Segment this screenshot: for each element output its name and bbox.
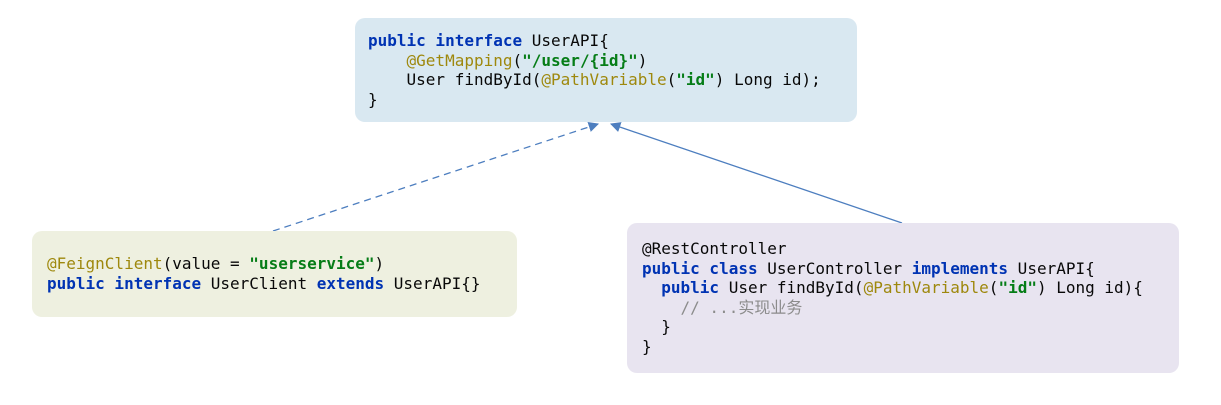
code-line: } [642,317,1164,337]
code-line: @FeignClient(value = "userservice") [47,254,502,274]
code-line: } [368,90,844,110]
code-token-plain [368,51,407,70]
code-token-kw: public interface [368,31,523,50]
code-token-str: "id" [998,278,1037,297]
code-token-plain: ) Long id); [714,70,821,89]
code-token-plain [642,278,661,297]
code-token-plain: ) [637,50,648,70]
code-token-plain: } [368,89,378,109]
code-line: @GetMapping("/user/{id}") [368,51,844,71]
code-token-str: "userservice" [249,254,375,273]
code-token-plain: UserAPI{ [522,31,609,50]
code-token-plain: User findById( [368,70,542,89]
implements-arrow-solid [610,122,903,224]
extends-arrow-dashed [272,121,599,232]
code-token-ann: @FeignClient [47,254,163,273]
code-token-plain: ( [512,50,523,70]
code-token-plain: User findById( [719,278,864,297]
code-token-plain: ( [988,278,999,297]
code-line: User findById(@PathVariable("id") Long i… [368,70,844,90]
code-token-plain: (value = [162,254,250,273]
code-token-kw: public [661,278,720,297]
code-line: public interface UserAPI{ [368,31,844,51]
code-token-kw: implements [911,258,1009,278]
code-line: public class UserController implements U… [642,259,1164,279]
code-token-plain: } [642,336,652,356]
code-line: @RestController [642,239,1164,259]
code-token-ann: @GetMapping [406,50,513,70]
code-token-kw: public class [642,258,758,278]
code-token-plain: ) [374,254,385,273]
code-token-plain: UserAPI{ [1008,258,1095,278]
code-token-str: "id" [676,70,715,89]
code-line: // ...实现业务 [642,298,1164,318]
code-token-str: "/user/{id}" [522,50,638,70]
code-line: public interface UserClient extends User… [47,274,502,294]
code-token-ann: @PathVariable [863,278,989,297]
code-token-plain: ( [666,70,677,89]
code-token-kw: public interface [47,273,202,293]
user-client-code-box: @FeignClient(value = "userservice")publi… [32,231,517,317]
code-token-plain: UserAPI{} [384,273,481,293]
code-token-plain: } [642,317,671,336]
user-api-code-box: public interface UserAPI{ @GetMapping("/… [355,18,857,122]
code-line: public User findById(@PathVariable("id")… [642,278,1164,298]
code-line: } [642,337,1164,357]
code-token-plain: @RestController [642,239,787,258]
code-token-ann: @PathVariable [541,70,667,89]
code-token-plain: UserController [757,258,912,278]
code-token-kw: extends [316,273,385,293]
code-token-plain: ) Long id){ [1036,278,1143,297]
code-token-plain: UserClient [201,273,317,293]
code-token-com: // ...实现业务 [642,297,803,317]
